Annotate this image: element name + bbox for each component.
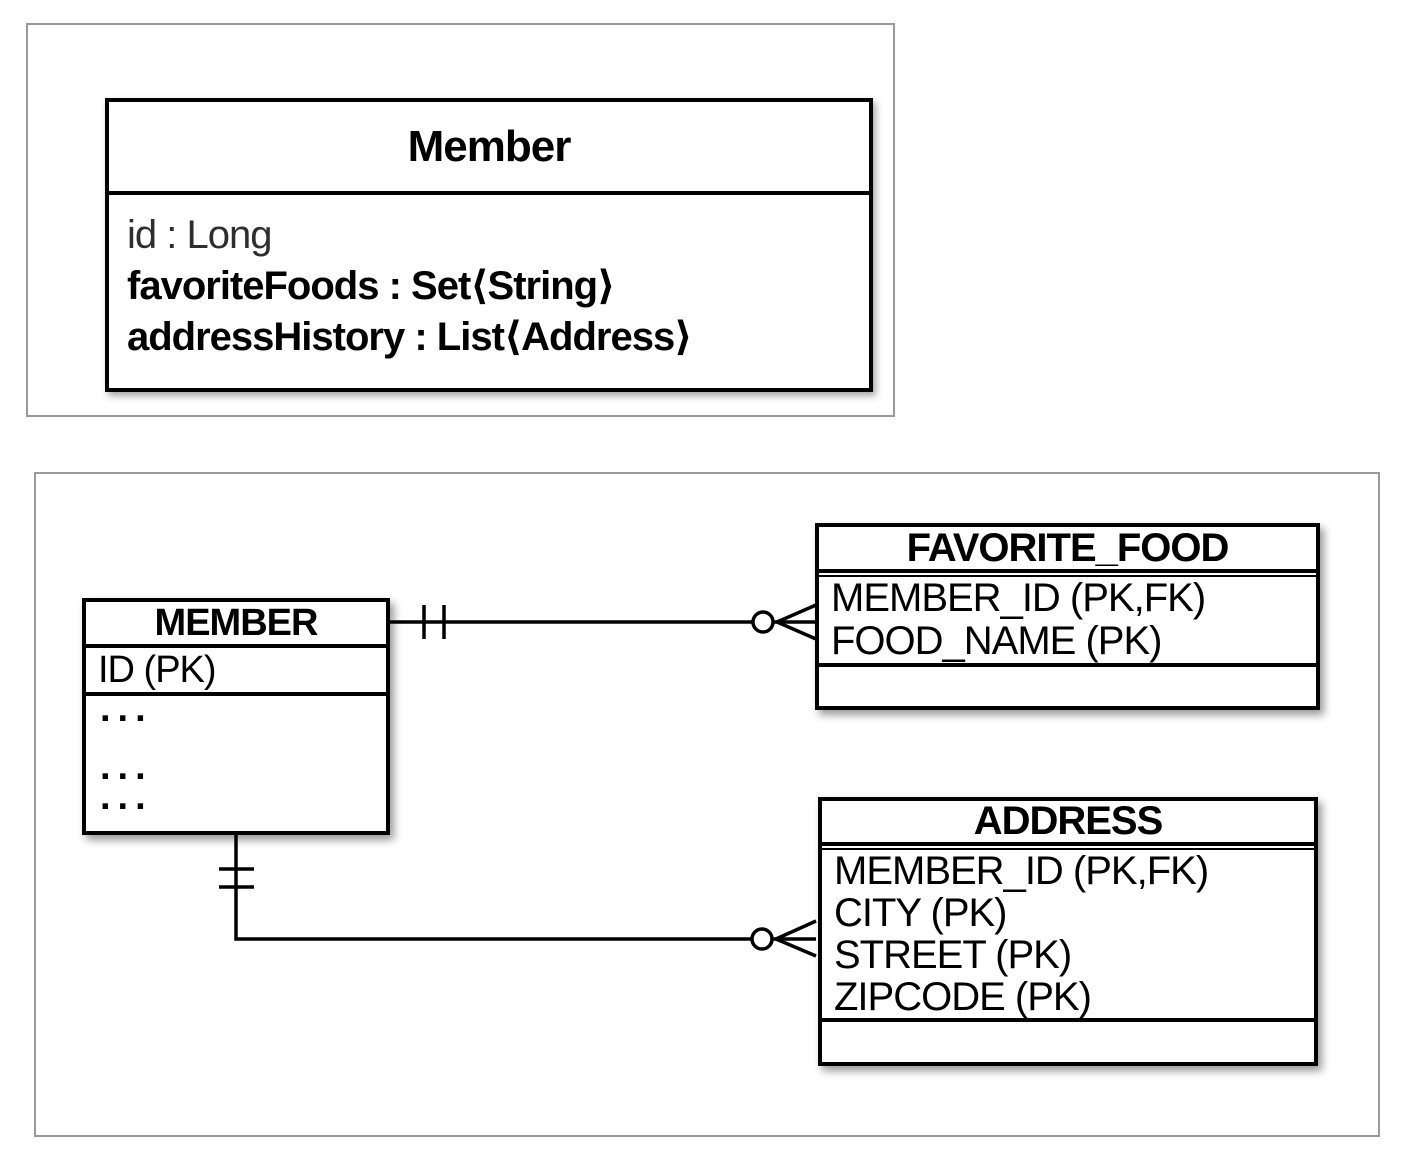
er-row-food-name: FOOD_NAME (PK) — [831, 619, 1162, 663]
er-row-member-id: ID (PK) — [86, 648, 386, 696]
er-row-favfood-member-id: MEMBER_ID (PK,FK) — [831, 576, 1206, 620]
er-table-member-title: MEMBER — [86, 602, 386, 648]
er-row-city: CITY (PK) — [834, 891, 1008, 935]
ellipsis-row: ... — [100, 776, 153, 818]
ellipsis-row: ... — [100, 746, 153, 788]
er-member-ellipsis-rows: ... ... ... — [86, 688, 386, 831]
member-class-title: Member — [109, 102, 869, 195]
er-table-address-title: ADDRESS — [822, 799, 1314, 846]
er-row-zipcode: ZIPCODE (PK) — [834, 975, 1092, 1019]
field-id: id : Long — [127, 213, 272, 257]
field-favorite-foods: favoriteFoods : Set⟨String⟩ — [127, 264, 615, 308]
er-favorite-food-columns: MEMBER_ID (PK,FK) FOOD_NAME (PK) — [819, 575, 1316, 667]
member-class-fields: id : Long favoriteFoods : Set⟨String⟩ ad… — [109, 195, 869, 363]
er-row-address-member-id: MEMBER_ID (PK,FK) — [834, 849, 1209, 893]
er-table-address: ADDRESS MEMBER_ID (PK,FK) CITY (PK) STRE… — [818, 797, 1318, 1066]
er-table-favorite-food-title: FAVORITE_FOOD — [819, 526, 1316, 573]
er-table-favorite-food: FAVORITE_FOOD MEMBER_ID (PK,FK) FOOD_NAM… — [815, 523, 1320, 710]
er-address-columns: MEMBER_ID (PK,FK) CITY (PK) STREET (PK) … — [822, 848, 1314, 1022]
member-class-box: Member id : Long favoriteFoods : Set⟨Str… — [105, 98, 873, 392]
er-table-member: MEMBER ID (PK) ... ... ... — [82, 598, 390, 835]
uml-panel: Member id : Long favoriteFoods : Set⟨Str… — [26, 23, 895, 417]
ellipsis-row: ... — [100, 688, 153, 730]
er-row-street: STREET (PK) — [834, 933, 1072, 977]
field-address-history: addressHistory : List⟨Address⟩ — [127, 315, 693, 359]
